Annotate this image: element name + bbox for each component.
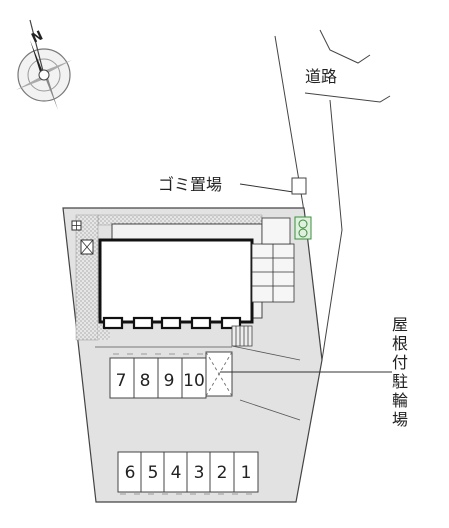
bike-label-char-4: 駐	[392, 372, 408, 391]
planter-icon	[294, 216, 312, 240]
bike-label-char-2: 根	[392, 334, 408, 353]
parking-space-1: 1	[241, 463, 252, 483]
building	[98, 238, 254, 324]
road-label: 道路	[305, 67, 337, 86]
parking-space-3: 3	[194, 463, 205, 483]
balcony-row	[102, 316, 242, 330]
garbage-area	[291, 177, 307, 195]
entrance-steps	[231, 325, 253, 347]
bike-label-char-3: 付	[392, 353, 408, 372]
parking-space-2: 2	[217, 463, 228, 483]
driveway-lines	[95, 345, 301, 421]
bicycle-parking	[205, 351, 233, 397]
parking-space-8: 8	[140, 371, 151, 391]
compass-north-label: N	[29, 28, 45, 46]
garbage-label: ゴミ置場	[158, 175, 222, 194]
planting-strip-left	[75, 214, 99, 341]
compass-rose-icon	[16, 19, 72, 110]
parking-space-7: 7	[116, 371, 127, 391]
parking-space-9: 9	[164, 371, 175, 391]
garbage-leader-line	[239, 183, 301, 194]
parking-space-6: 6	[125, 463, 136, 483]
parking-row-bottom	[117, 451, 259, 495]
bicycle-parking-label: 屋 根 付 駐 輪 場	[392, 315, 408, 429]
meter-box-icon	[71, 220, 82, 231]
parking-row-top	[109, 353, 207, 399]
bike-label-char-5: 輪	[392, 391, 408, 410]
parking-space-5: 5	[148, 463, 159, 483]
parking-space-10: 10	[183, 371, 205, 391]
bike-label-char-1: 屋	[392, 315, 408, 334]
parking-space-4: 4	[171, 463, 182, 483]
stairs	[251, 217, 295, 303]
bike-label-char-6: 場	[392, 410, 408, 429]
equipment-box-icon	[80, 239, 94, 255]
